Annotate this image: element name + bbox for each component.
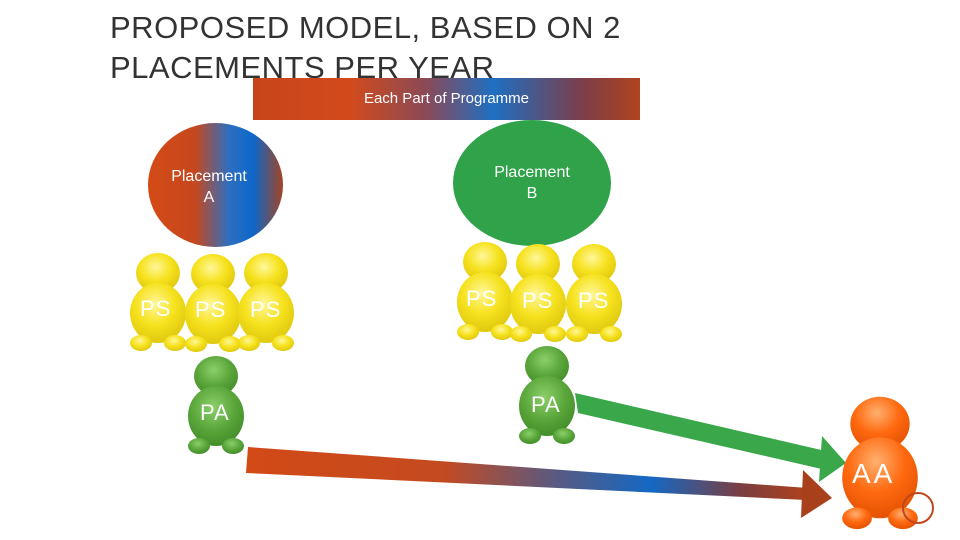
ps-label: PS	[195, 297, 227, 322]
pa-label: PA	[531, 392, 561, 417]
placement-a-label-line1: Placement	[171, 168, 247, 185]
placement-b-label: Placement B	[468, 162, 596, 204]
placement-b-label-line1: Placement	[494, 164, 570, 181]
pa-label: PA	[200, 400, 230, 425]
aa-jelly-baby-icon	[842, 396, 934, 530]
placement-a-label-line2: A	[203, 189, 215, 206]
placement-a-label: Placement A	[150, 166, 268, 208]
placement-b-arrow	[575, 393, 846, 482]
aa-label: AA	[852, 458, 896, 489]
ps-label: PS	[466, 286, 498, 311]
placement-b-label-line2: B	[526, 185, 538, 202]
programme-banner: Each Part of Programme	[253, 78, 640, 120]
title-line-1: PROPOSED MODEL, BASED ON 2	[110, 10, 621, 45]
ps-label: PS	[140, 296, 172, 321]
ps-label: PS	[522, 288, 554, 313]
placement-a-oval	[148, 123, 283, 247]
placement-b-oval	[453, 120, 611, 246]
ps-label: PS	[250, 297, 282, 322]
ps-label: PS	[578, 288, 610, 313]
slide-title: PROPOSED MODEL, BASED ON 2 PLACEMENTS PE…	[110, 8, 621, 88]
banner-label: Each Part of Programme	[363, 90, 530, 107]
programme-arrow	[246, 447, 832, 518]
